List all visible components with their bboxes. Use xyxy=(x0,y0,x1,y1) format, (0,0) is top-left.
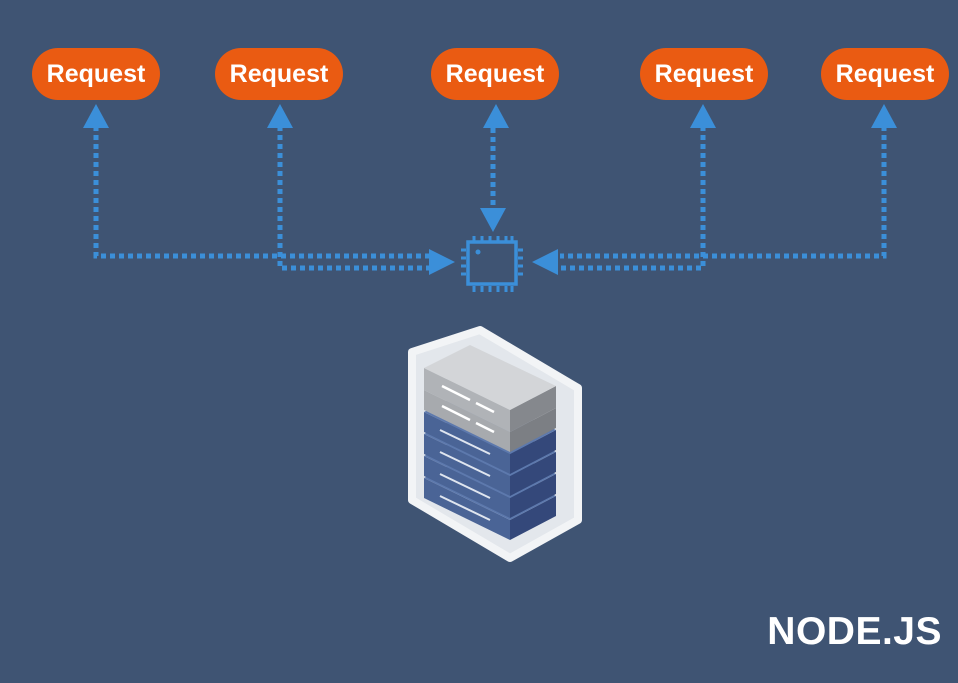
server-stack-icon xyxy=(408,326,582,562)
arrow-left-icon xyxy=(532,249,558,275)
request-node-3: Request xyxy=(431,48,559,100)
arrow-up-icon xyxy=(267,104,293,128)
request-label: Request xyxy=(46,59,146,88)
request-node-4: Request xyxy=(640,48,768,100)
arrow-up-icon xyxy=(483,104,509,128)
server-unit-grey xyxy=(424,345,556,432)
brand-title: NODE.JS xyxy=(767,610,942,653)
arrow-up-icon xyxy=(83,104,109,128)
request-node-2: Request xyxy=(215,48,343,100)
arrow-up-icon xyxy=(871,104,897,128)
cpu-chip-icon xyxy=(461,236,523,292)
request-label: Request xyxy=(654,59,754,88)
request-label: Request xyxy=(445,59,545,88)
request-node-5: Request xyxy=(821,48,949,100)
arrow-down-icon xyxy=(480,208,506,232)
connector-right-outer xyxy=(560,126,887,259)
connector-left-inner xyxy=(277,126,430,271)
request-node-1: Request xyxy=(32,48,160,100)
connector-left-outer xyxy=(93,126,430,259)
connector-right-inner xyxy=(560,126,706,271)
request-label: Request xyxy=(229,59,329,88)
request-label: Request xyxy=(835,59,935,88)
connectors xyxy=(93,126,887,271)
arrowheads-in xyxy=(429,208,558,275)
arrowheads-up xyxy=(83,104,897,128)
arrow-up-icon xyxy=(690,104,716,128)
arrow-right-icon xyxy=(429,249,455,275)
